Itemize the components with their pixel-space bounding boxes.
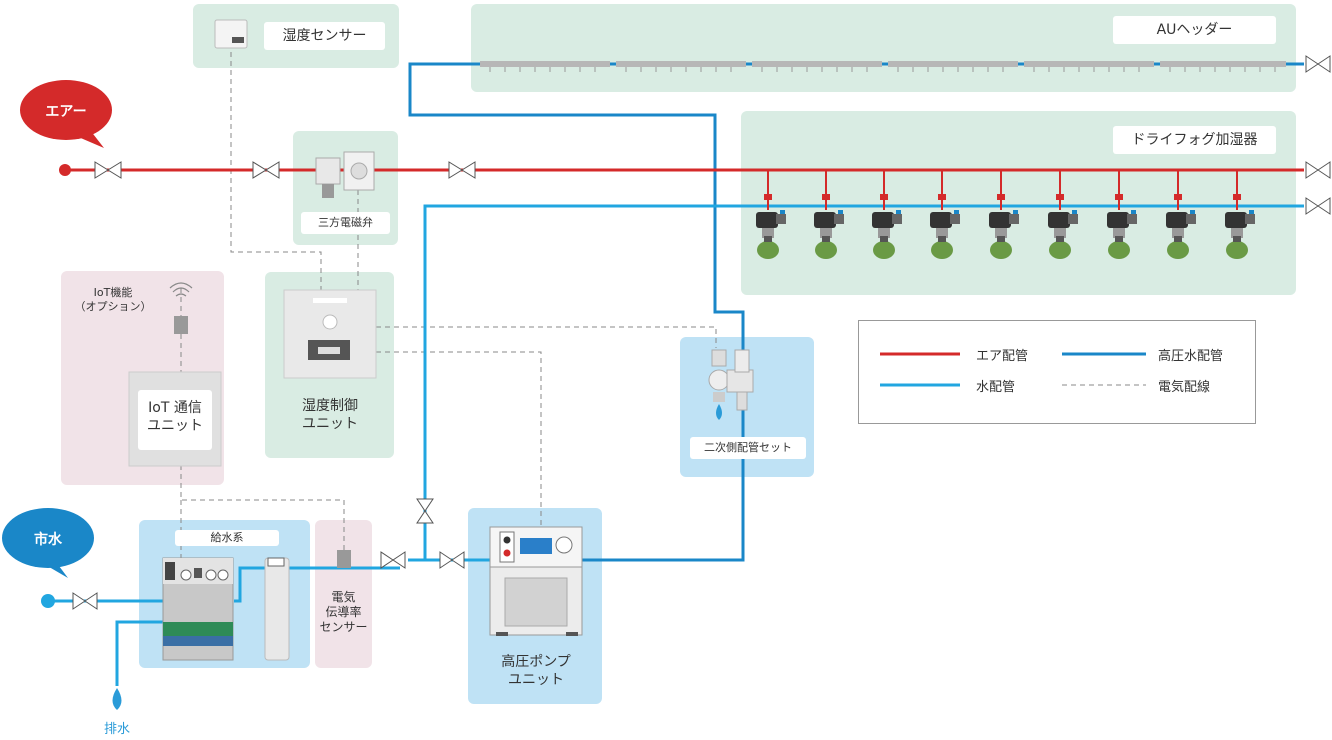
water-drop-icon xyxy=(112,688,122,710)
conductivity-line3: センサー xyxy=(319,620,368,634)
high-pressure-pipe xyxy=(408,62,1304,562)
nozzle-icon xyxy=(930,170,960,259)
valve-icon xyxy=(1305,161,1331,179)
conductivity-panel xyxy=(315,520,372,668)
legend-electric: 電気配線 xyxy=(1158,380,1211,395)
humidity-sensor-label: 湿度センサー xyxy=(264,22,385,50)
valve-icon xyxy=(1305,197,1331,215)
air-inlet-dot xyxy=(59,164,71,176)
wifi-icon xyxy=(169,282,193,334)
drain-label: 排水 xyxy=(103,722,130,737)
conductivity-line2: 伝導率 xyxy=(325,605,362,619)
city-water-bubble-text: 市水 xyxy=(34,532,62,548)
water-supply-label: 給水系 xyxy=(175,530,279,546)
valves xyxy=(72,55,1331,610)
iot-option-text: （オプション） xyxy=(74,299,152,313)
air-bubble-text: エアー xyxy=(45,104,87,120)
nozzle-icon xyxy=(1107,170,1137,259)
valve-icon xyxy=(1305,55,1331,73)
nozzle-icon xyxy=(1166,170,1196,259)
secondary-piping-icon xyxy=(708,349,754,420)
water-drop-icon xyxy=(716,404,722,420)
conductivity-label: 電気 伝導率 センサー xyxy=(315,590,372,635)
nozzle-icon xyxy=(1225,170,1255,259)
legend-box xyxy=(858,320,1256,424)
nozzle-icon xyxy=(989,170,1019,259)
conductivity-sensor-icon xyxy=(337,550,351,568)
iot-unit-line1: IoT 通信 xyxy=(148,400,202,416)
valve-icon xyxy=(380,551,406,569)
pump-label: 高圧ポンプ ユニット xyxy=(490,654,582,689)
city-water-bubble xyxy=(2,508,94,578)
valve-icon xyxy=(72,592,98,610)
valve-icon xyxy=(439,551,465,569)
water-inlet-dot xyxy=(41,594,55,608)
water-supply-unit xyxy=(162,557,290,661)
au-header-label: AUヘッダー xyxy=(1113,16,1276,44)
humidity-sensor-icon xyxy=(214,19,248,49)
iot-unit-label: IoT 通信 ユニット xyxy=(138,390,212,450)
au-header-bars xyxy=(480,61,1286,72)
humidity-control-line2: ユニット xyxy=(302,415,358,432)
pump-icon xyxy=(489,526,583,636)
humidity-control-unit xyxy=(283,289,377,379)
three-way-valve-label: 三方電磁弁 xyxy=(301,212,390,234)
pump-line2: ユニット xyxy=(508,671,564,688)
dryfog-nozzles xyxy=(756,170,1255,259)
valve-icon xyxy=(416,498,434,524)
nozzle-icon xyxy=(814,170,844,259)
valve-icon xyxy=(252,161,280,179)
humidity-control-label: 湿度制御 ユニット xyxy=(284,398,376,433)
dryfog-label: ドライフォグ加湿器 xyxy=(1113,126,1276,154)
legend-high-pressure: 高圧水配管 xyxy=(1158,349,1224,364)
legend-water: 水配管 xyxy=(976,380,1016,395)
pump-line1: 高圧ポンプ xyxy=(501,654,571,670)
nozzle-icon xyxy=(756,170,786,259)
iot-unit-line2: ユニット xyxy=(147,417,203,434)
water-pipe xyxy=(48,204,1304,686)
legend-lines xyxy=(880,352,1146,387)
secondary-piping-label: 二次側配管セット xyxy=(690,437,806,459)
nozzle-icon xyxy=(872,170,902,259)
electric-wiring xyxy=(180,52,717,568)
solenoid-valve-icon xyxy=(315,151,375,198)
iot-function-label: IoT機能 （オプション） xyxy=(68,286,158,314)
humidity-control-line1: 湿度制御 xyxy=(302,398,358,414)
valve-icon xyxy=(448,161,476,179)
iot-function-text: IoT機能 xyxy=(93,286,133,299)
nozzle-icon xyxy=(1048,170,1078,259)
valve-icon xyxy=(94,161,122,179)
legend-air: エア配管 xyxy=(976,349,1029,364)
air-bubble xyxy=(20,80,112,148)
conductivity-line1: 電気 xyxy=(331,590,356,604)
